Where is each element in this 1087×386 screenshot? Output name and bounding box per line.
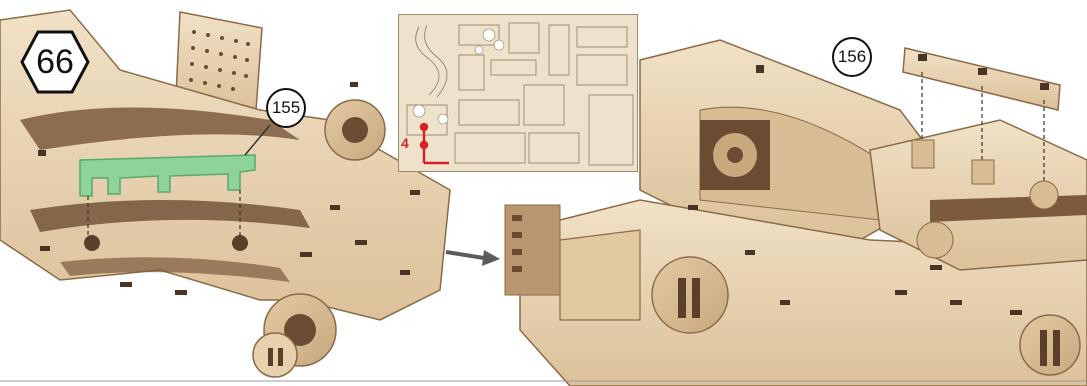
part-callout-label: 155 — [272, 98, 300, 118]
right-arrow-icon — [446, 250, 500, 266]
parts-sheet-drawing — [399, 15, 637, 171]
parts-sheet-inset: 4 — [398, 14, 638, 172]
step-number: 66 — [20, 30, 90, 94]
part-callout-label: 156 — [838, 47, 866, 67]
part-callout-156: 156 — [832, 37, 872, 77]
step-number-badge: 66 — [20, 30, 90, 94]
sheet-number: 4 — [401, 135, 409, 151]
part-callout-155: 155 — [266, 88, 306, 128]
